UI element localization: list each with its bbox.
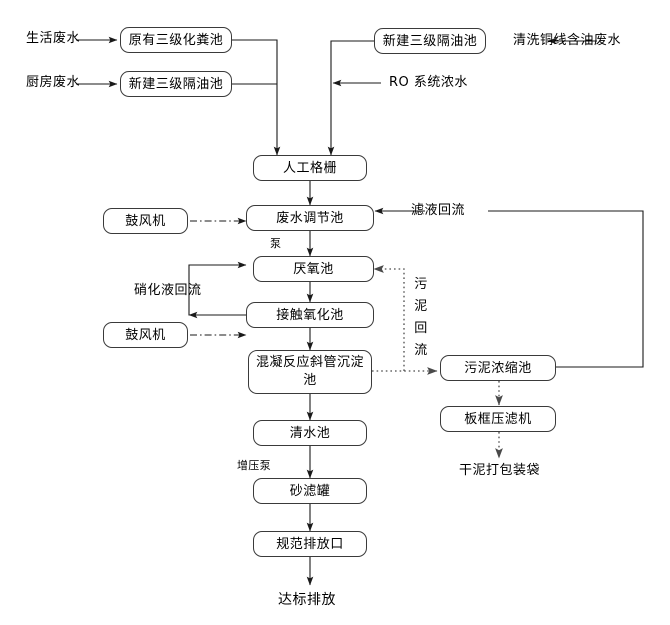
node-standard-outlet[interactable]: 规范排放口 (253, 531, 367, 557)
node-anaerobic-tank[interactable]: 厌氧池 (253, 256, 374, 282)
node-blower-top-label: 鼓风机 (125, 213, 166, 229)
node-blower-bottom[interactable]: 鼓风机 (103, 322, 188, 348)
label-dry-sludge-bagging: 干泥打包装袋 (459, 463, 541, 478)
node-filter-press[interactable]: 板框压滤机 (440, 406, 556, 432)
node-clear-water-tank-label: 清水池 (289, 425, 331, 441)
node-sand-filter-label: 砂滤罐 (289, 483, 331, 499)
wire-septic-to-grille (232, 39, 281, 156)
label-copper-wire-oily-wastewater: 清洗铜线含油废水 (513, 33, 622, 48)
wire-sludge-reflux (373, 265, 405, 371)
label-filtrate-reflux: 滤液回流 (411, 203, 466, 218)
node-coagulation-sedimentation-label: 混凝反应斜管沉淀池 (255, 355, 364, 388)
wire-coppergrease-to-grille (327, 40, 374, 156)
node-manual-grille[interactable]: 人工格栅 (253, 155, 367, 181)
label-kitchen-wastewater: 厨房废水 (26, 75, 81, 90)
label-ro-concentrate: RO 系统浓水 (389, 75, 468, 90)
node-septic-tank-label: 原有三级化粪池 (128, 32, 224, 48)
label-domestic-wastewater: 生活废水 (26, 31, 81, 46)
wire-filtrate-reflux (488, 210, 644, 368)
node-regulating-tank[interactable]: 废水调节池 (246, 205, 374, 231)
label-compliant-discharge: 达标排放 (278, 592, 336, 608)
node-clear-water-tank[interactable]: 清水池 (253, 420, 367, 446)
node-sludge-thickener-label: 污泥浓缩池 (464, 360, 532, 376)
node-filter-press-label: 板框压滤机 (464, 411, 532, 427)
node-blower-bottom-label: 鼓风机 (125, 327, 166, 343)
node-sludge-thickener[interactable]: 污泥浓缩池 (440, 355, 556, 381)
label-nitrification-reflux: 硝化液回流 (134, 283, 202, 298)
node-grease-tank-copper[interactable]: 新建三级隔油池 (374, 28, 486, 54)
node-grease-tank-copper-label: 新建三级隔油池 (382, 33, 478, 49)
node-grease-tank-kitchen[interactable]: 新建三级隔油池 (120, 71, 232, 97)
node-grease-tank-kitchen-label: 新建三级隔油池 (128, 76, 224, 92)
label-booster-pump: 增压泵 (237, 459, 271, 472)
node-standard-outlet-label: 规范排放口 (276, 536, 344, 552)
node-contact-oxidation-tank-label: 接触氧化池 (276, 307, 344, 323)
node-sand-filter[interactable]: 砂滤罐 (253, 478, 367, 504)
node-coagulation-sedimentation[interactable]: 混凝反应斜管沉淀池 (248, 350, 372, 394)
node-blower-top[interactable]: 鼓风机 (103, 208, 188, 234)
node-contact-oxidation-tank[interactable]: 接触氧化池 (246, 302, 374, 328)
node-regulating-tank-label: 废水调节池 (276, 210, 344, 226)
label-pump: 泵 (270, 237, 282, 250)
node-septic-tank[interactable]: 原有三级化粪池 (120, 27, 232, 53)
node-manual-grille-label: 人工格栅 (282, 160, 337, 176)
node-anaerobic-tank-label: 厌氧池 (293, 261, 334, 277)
label-sludge-reflux: 污泥回流 (414, 277, 428, 358)
